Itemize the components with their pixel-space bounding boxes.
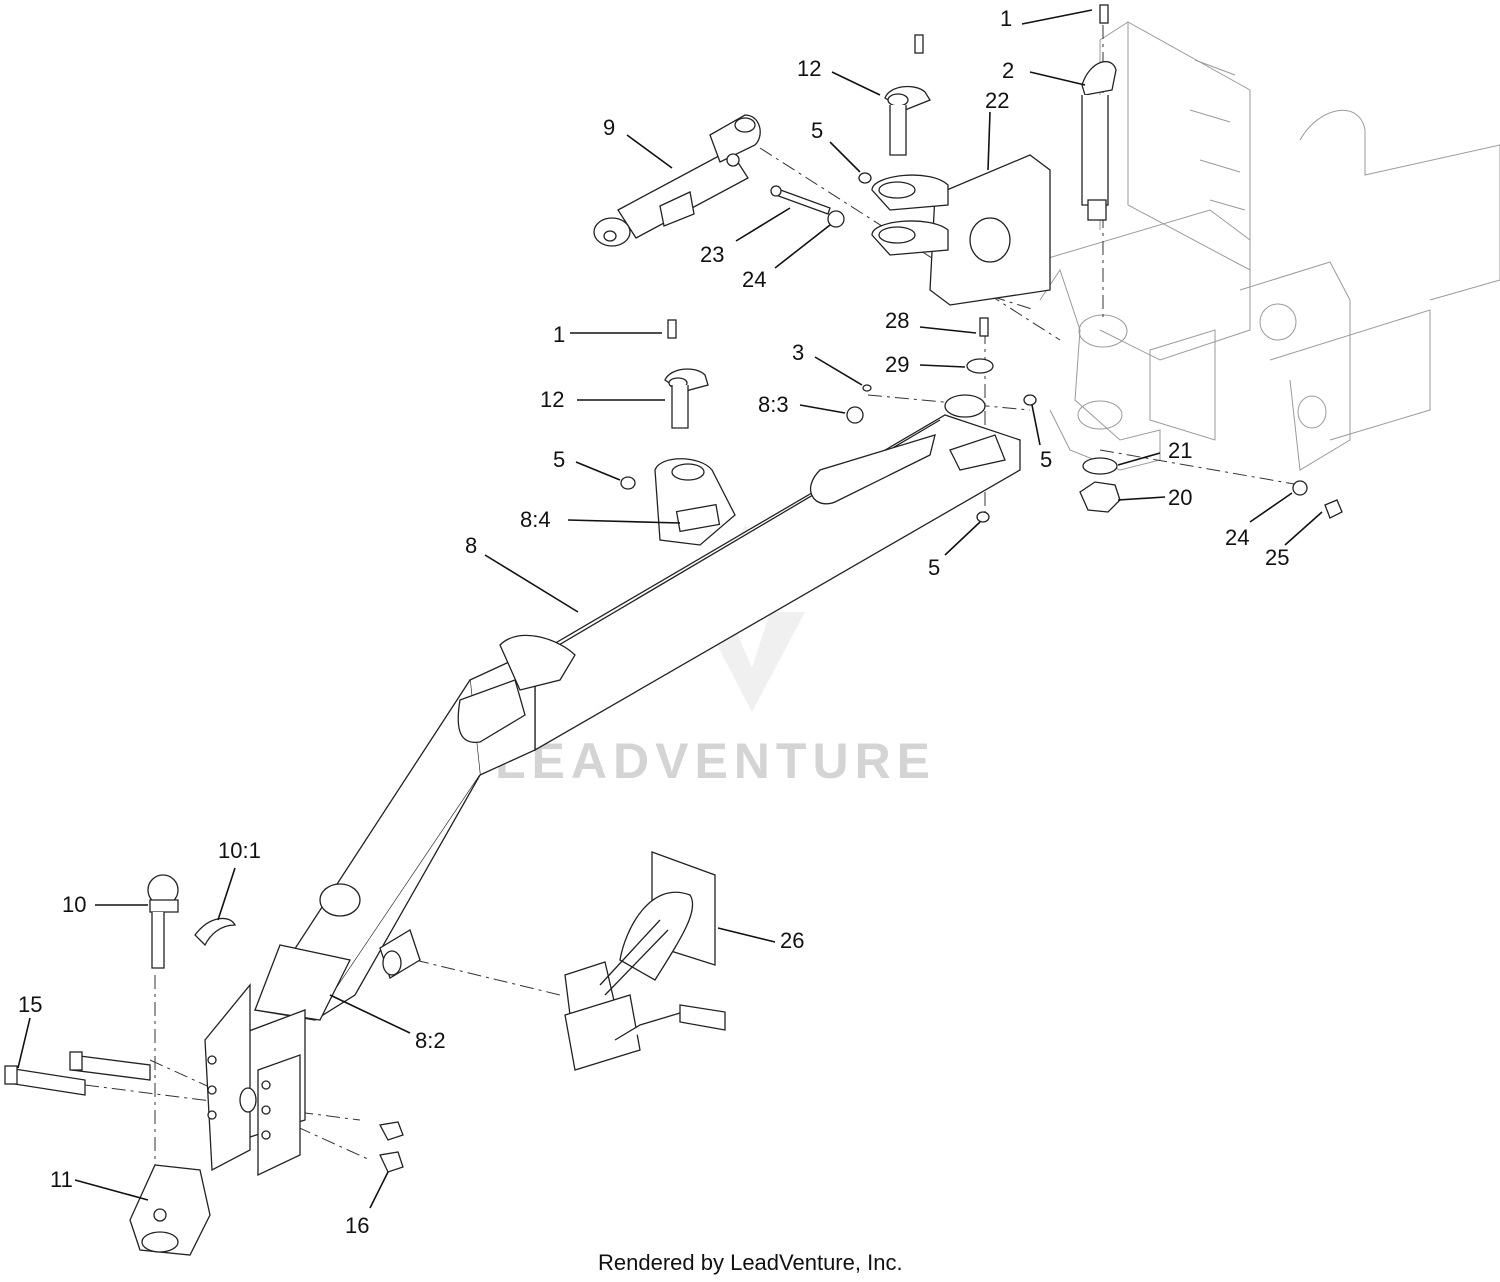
- callout-28: 28: [885, 308, 909, 333]
- callout-8-3: 8:3: [758, 392, 789, 417]
- callout-5-mid-left: 5: [553, 447, 565, 472]
- hitch-bolts-and-nuts: [4, 1051, 404, 1173]
- callout-25: 25: [1265, 545, 1289, 570]
- pin-with-tab-lower: [664, 368, 709, 429]
- callout-12-top: 12: [797, 56, 821, 81]
- callout-22: 22: [985, 88, 1009, 113]
- callout-3: 3: [792, 340, 804, 365]
- callout-11: 11: [50, 1167, 73, 1192]
- callout-10: 10: [62, 892, 86, 917]
- long-pin: [1081, 61, 1117, 221]
- callout-labels: 1 2 12 22 9 5 23 24 1 28 29 3 12 8:3 5 5…: [18, 6, 1289, 1238]
- flange-nuts: [620, 172, 1037, 523]
- callout-26: 26: [780, 928, 804, 953]
- callout-9: 9: [603, 115, 615, 140]
- tongue-jack: [379, 851, 726, 1071]
- callout-23: 23: [700, 242, 724, 267]
- bolts: [667, 4, 1109, 339]
- hitch-clevis: [129, 1164, 211, 1256]
- pivot-bracket: [871, 154, 1051, 306]
- pin-with-tab-upper: [884, 85, 931, 156]
- hitch-tongue: [204, 394, 1021, 1177]
- footer-credit: Rendered by LeadVenture, Inc.: [598, 1250, 903, 1275]
- callout-5-lower: 5: [928, 555, 940, 580]
- lock-nut-and-washer: [1079, 457, 1343, 519]
- callout-1-top: 1: [1000, 6, 1012, 31]
- callout-12-mid: 12: [540, 387, 564, 412]
- callout-15: 15: [18, 992, 42, 1017]
- tractor-frame: [1034, 21, 1500, 471]
- callout-2: 2: [1002, 58, 1014, 83]
- bolt-and-washer: [770, 185, 845, 228]
- callout-24-top: 24: [742, 267, 766, 292]
- callout-5-mid-right: 5: [1040, 447, 1052, 472]
- hitch-pin-and-clip: [147, 874, 237, 969]
- watermark-text: LEADVENTURE: [495, 733, 936, 789]
- hydraulic-cylinder: [593, 114, 761, 247]
- callout-1-mid: 1: [553, 322, 565, 347]
- callout-10-1: 10:1: [218, 838, 261, 863]
- callout-8: 8: [465, 533, 477, 558]
- callout-29: 29: [885, 352, 909, 377]
- callout-21: 21: [1168, 438, 1192, 463]
- callout-24-right: 24: [1225, 525, 1249, 550]
- callout-20: 20: [1168, 485, 1192, 510]
- callout-5-top: 5: [811, 118, 823, 143]
- leader-lines: [17, 9, 1323, 1209]
- callout-16: 16: [345, 1213, 369, 1238]
- callout-8-2: 8:2: [415, 1028, 446, 1053]
- callout-8-4: 8:4: [520, 507, 551, 532]
- spacer-and-set-screw: [846, 358, 994, 424]
